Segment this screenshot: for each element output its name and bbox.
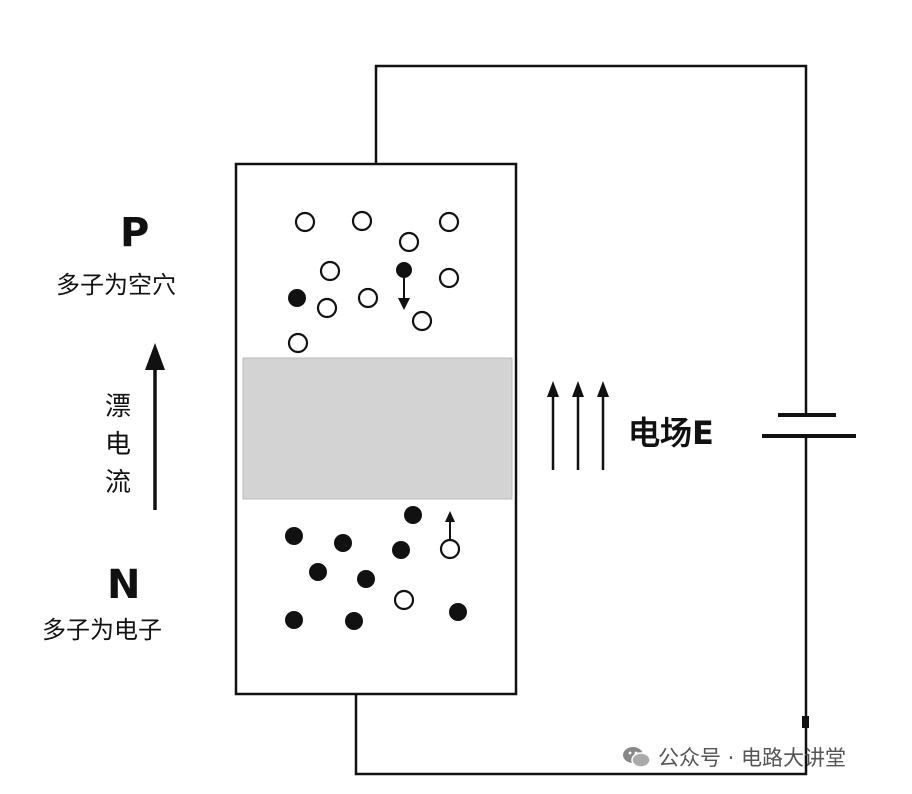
wechat-icon [623,747,651,768]
circuit-wire-bottom [354,436,808,776]
hole-drift-arrow [445,511,455,540]
n-region-label: N [107,562,141,608]
hole [411,310,433,332]
electron [285,611,303,629]
hole [438,267,460,289]
electron [449,603,467,621]
n-region-electrons [285,506,467,630]
electron [285,527,303,545]
hole [319,260,341,282]
electron [288,289,306,307]
electron-drift-arrow [398,278,410,310]
hole [287,332,309,354]
electron [345,612,363,630]
watermark-text: 公众号 · 电路大讲堂 [658,746,847,770]
electron [404,506,422,524]
drift-current-label: 漂电流 [104,392,131,498]
electron [396,262,412,278]
electron [392,541,410,559]
hole [439,538,461,560]
hole [398,231,420,253]
electric-field-label: 电场E [628,414,714,452]
circuit-wire-top [374,64,808,415]
drift-current-arrow [145,343,165,510]
electron [309,563,327,581]
n-region-description: 多子为电子 [42,616,162,644]
watermark: 公众号 · 电路大讲堂 [622,742,846,772]
hole [316,297,338,319]
electric-field-arrows [547,381,609,470]
p-region-electrons [288,262,412,307]
hole [294,211,316,233]
hole [393,589,415,611]
p-region-label: P [120,210,150,256]
depletion-region [242,357,513,500]
hole [357,287,379,309]
electron [334,534,352,552]
p-region-holes [287,210,460,354]
p-region-description: 多子为空穴 [56,271,176,299]
wire-tick [802,716,809,728]
electron [357,570,375,588]
hole [351,210,373,232]
hole [438,211,460,233]
